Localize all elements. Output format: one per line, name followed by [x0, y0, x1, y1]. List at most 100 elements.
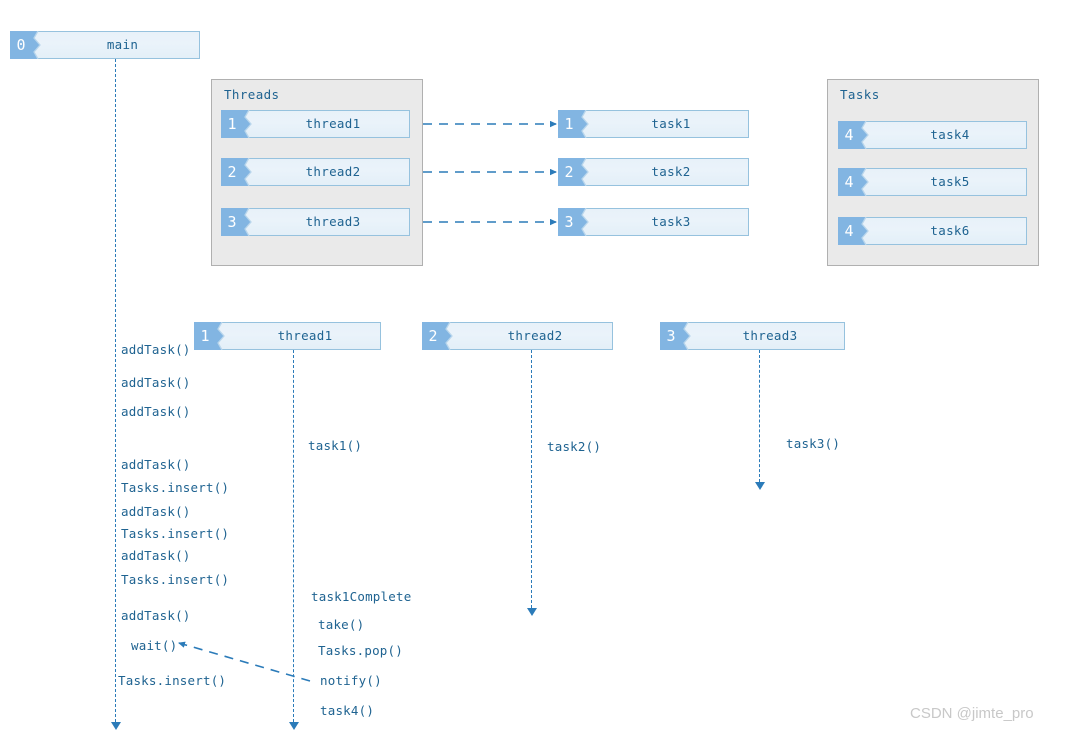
message-label-main: Tasks.insert() — [121, 572, 230, 587]
lifeline-number: 4 — [844, 222, 854, 240]
lifeline-label: task6 — [930, 223, 970, 238]
badge-zigzag-icon — [580, 158, 593, 186]
lifeline-number: 2 — [428, 327, 438, 345]
message-label-main: addTask() — [121, 504, 191, 519]
lifeline-badge — [10, 31, 32, 59]
lifeline-label: task3 — [651, 214, 691, 229]
lifeline-number: 1 — [200, 327, 210, 345]
lifeline-number: 1 — [564, 115, 574, 133]
badge-zigzag-icon — [216, 322, 229, 350]
lifeline-head-main[interactable]: 0 main — [10, 31, 200, 59]
badge-zigzag-icon — [580, 110, 593, 138]
message-label-main: Tasks.insert() — [121, 480, 230, 495]
lifeline-number: 0 — [16, 36, 26, 54]
lifeline-box — [194, 322, 381, 350]
message-label-thread1: notify() — [320, 673, 382, 688]
message-label-thread3: task3() — [786, 436, 841, 451]
message-label-thread1: task1Complete — [311, 589, 412, 604]
group-title: Tasks — [840, 87, 880, 102]
lifeline-number: 4 — [844, 173, 854, 191]
badge-zigzag-icon — [860, 121, 873, 149]
badge-zigzag-icon — [444, 322, 457, 350]
lifeline-badge — [194, 322, 216, 350]
badge-zigzag-icon — [243, 208, 256, 236]
badge-zigzag-icon — [580, 208, 593, 236]
lifeline-label: thread3 — [742, 328, 798, 343]
lifeline-head-thread3[interactable]: 3 thread3 — [221, 208, 410, 236]
thread3-lifeline — [759, 350, 760, 482]
lifeline-box — [422, 322, 613, 350]
lifeline-head-thread3-lower[interactable]: 3 thread3 — [660, 322, 845, 350]
thread3-lifeline-end-arrow-icon — [754, 482, 765, 490]
lifeline-label: task1 — [651, 116, 691, 131]
lifeline-badge — [558, 158, 580, 186]
lifeline-head-thread1-lower[interactable]: 1 thread1 — [194, 322, 381, 350]
message-label-main: addTask() — [121, 342, 191, 357]
lifeline-label: thread1 — [277, 328, 333, 343]
lifeline-box — [10, 31, 200, 59]
lifeline-label: thread2 — [305, 164, 361, 179]
thread1-lifeline — [293, 350, 294, 722]
message-label-main: Tasks.insert() — [118, 673, 227, 688]
lifeline-head-thread2[interactable]: 2 thread2 — [221, 158, 410, 186]
lifeline-box — [558, 158, 749, 186]
badge-zigzag-icon — [243, 110, 256, 138]
thread1-lifeline-end-arrow-icon — [288, 722, 299, 730]
message-label-main: addTask() — [121, 608, 191, 623]
lifeline-number: 3 — [564, 213, 574, 231]
lifeline-badge — [558, 110, 580, 138]
lifeline-head-task6[interactable]: 4 task6 — [838, 217, 1027, 245]
lifeline-badge — [838, 121, 860, 149]
lifeline-badge — [660, 322, 682, 350]
lifeline-label: task5 — [930, 174, 970, 189]
lifeline-box — [558, 110, 749, 138]
lifeline-head-task3[interactable]: 3 task3 — [558, 208, 749, 236]
message-label-thread1: Tasks.pop() — [318, 643, 403, 658]
message-label-main: Tasks.insert() — [121, 526, 230, 541]
message-label-main: addTask() — [121, 404, 191, 419]
thread2-lifeline — [531, 350, 532, 608]
lifeline-label: main — [106, 37, 139, 52]
main-lifeline-end-arrow-icon — [110, 722, 121, 730]
lifeline-head-task1[interactable]: 1 task1 — [558, 110, 749, 138]
lifeline-head-task2[interactable]: 2 task2 — [558, 158, 749, 186]
lifeline-badge — [221, 110, 243, 138]
lifeline-box — [838, 121, 1027, 149]
lifeline-head-thread2-lower[interactable]: 2 thread2 — [422, 322, 613, 350]
message-label-main: addTask() — [121, 548, 191, 563]
lifeline-number: 2 — [227, 163, 237, 181]
badge-zigzag-icon — [682, 322, 695, 350]
lifeline-number: 3 — [666, 327, 676, 345]
lifeline-label: task4 — [930, 127, 970, 142]
lifeline-box — [838, 168, 1027, 196]
message-label-main: wait() — [131, 638, 178, 653]
group-title: Threads — [224, 87, 280, 102]
message-label-thread1: take() — [318, 617, 365, 632]
lifeline-box — [838, 217, 1027, 245]
badge-zigzag-icon — [243, 158, 256, 186]
lifeline-badge — [838, 168, 860, 196]
badge-zigzag-icon — [860, 168, 873, 196]
lifeline-label: thread1 — [305, 116, 361, 131]
lifeline-label: thread3 — [305, 214, 361, 229]
lifeline-head-task5[interactable]: 4 task5 — [838, 168, 1027, 196]
message-label-thread1: task1() — [308, 438, 363, 453]
lifeline-number: 1 — [227, 115, 237, 133]
message-label-thread2: task2() — [547, 439, 602, 454]
lifeline-head-thread1[interactable]: 1 thread1 — [221, 110, 410, 138]
lifeline-badge — [422, 322, 444, 350]
lifeline-box — [558, 208, 749, 236]
lifeline-label: thread2 — [507, 328, 563, 343]
lifeline-number: 3 — [227, 213, 237, 231]
lifeline-label: task2 — [651, 164, 691, 179]
message-label-main: addTask() — [121, 457, 191, 472]
lifeline-number: 2 — [564, 163, 574, 181]
watermark: CSDN @jimte_pro — [910, 705, 1034, 722]
message-label-main: addTask() — [121, 375, 191, 390]
message-label-thread1: task4() — [320, 703, 375, 718]
lifeline-box — [221, 158, 410, 186]
thread2-lifeline-end-arrow-icon — [526, 608, 537, 616]
badge-zigzag-icon — [32, 31, 45, 59]
